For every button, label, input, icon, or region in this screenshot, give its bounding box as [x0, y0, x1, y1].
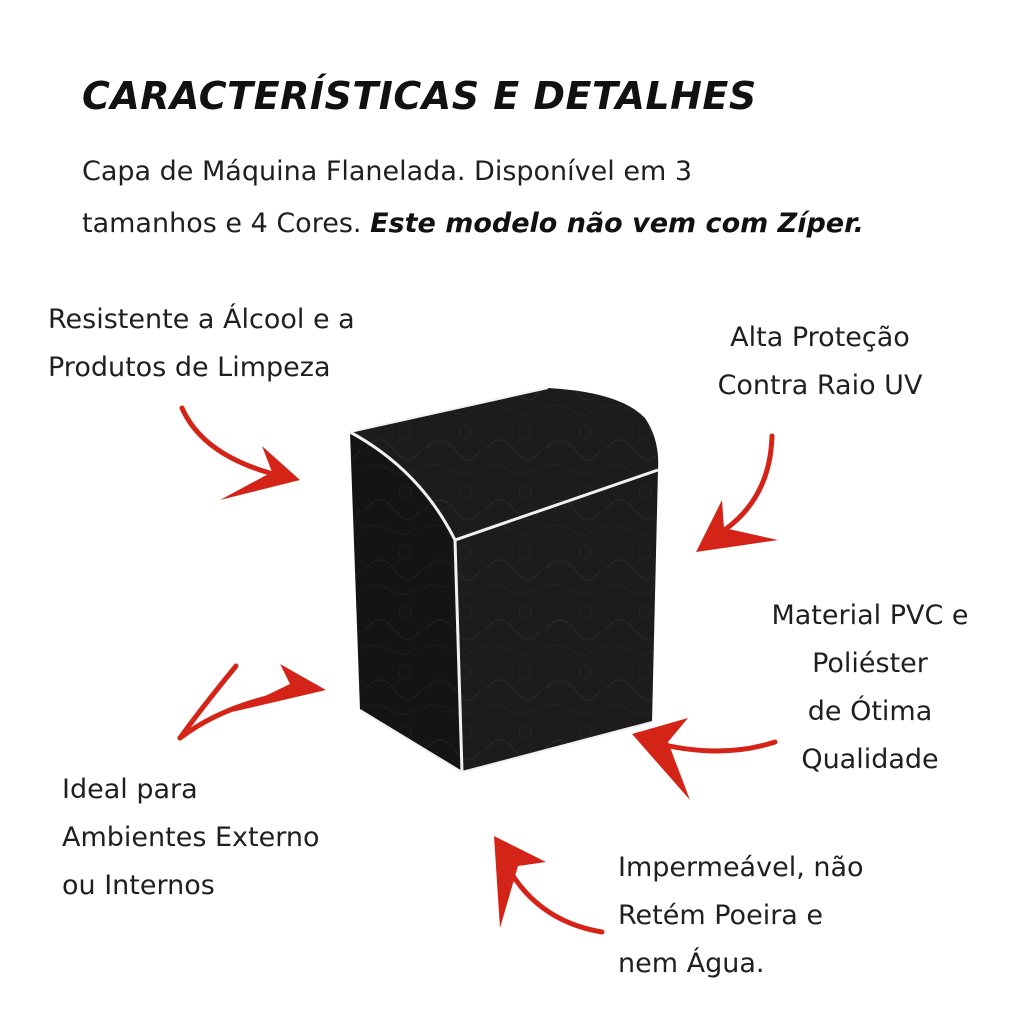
- feature-impermeavel: Impermeável, não Retém Poeira e nem Água…: [618, 844, 864, 988]
- feature-ambientes: Ideal para Ambientes Externo ou Internos: [62, 766, 319, 910]
- intro-line-2: tamanhos e 4 Cores. Este modelo não vem …: [82, 198, 982, 250]
- intro-text: Capa de Máquina Flanelada. Disponível em…: [82, 146, 982, 250]
- arrow-alcool: [179, 405, 300, 500]
- feature-uv-line-1: Alta Proteção: [730, 322, 910, 353]
- arrow-uv: [696, 433, 778, 552]
- machine-cover: [349, 387, 659, 774]
- feature-material-line-3: de Ótima: [807, 696, 933, 727]
- intro-line-1: Capa de Máquina Flanelada. Disponível em…: [82, 156, 693, 187]
- intro-line-2-plain: tamanhos e 4 Cores.: [82, 208, 371, 239]
- cover-piping: [349, 430, 659, 542]
- feature-ambientes-line-3: ou Internos: [62, 870, 215, 901]
- feature-material-line-1: Material PVC e: [771, 600, 969, 631]
- feature-ambientes-line-1: Ideal para: [62, 774, 198, 805]
- feature-alcool-line-1: Resistente a Álcool e a: [48, 304, 355, 335]
- arrow-impermeavel: [494, 836, 605, 935]
- feature-material-line-2: Poliéster: [812, 648, 928, 679]
- intro-line-2-emphasis: Este modelo não vem com Zíper.: [370, 208, 864, 239]
- feature-alcool-line-2: Produtos de Limpeza: [48, 352, 331, 383]
- feature-impermeavel-line-2: Retém Poeira e: [618, 900, 824, 931]
- feature-alcool: Resistente a Álcool e a Produtos de Limp…: [48, 296, 355, 392]
- arrow-material: [632, 718, 778, 800]
- feature-ambientes-line-2: Ambientes Externo: [62, 822, 320, 853]
- page-title: CARACTERÍSTICAS E DETALHES: [82, 74, 757, 118]
- feature-uv-line-2: Contra Raio UV: [717, 370, 923, 401]
- feature-material-line-4: Qualidade: [801, 744, 939, 775]
- arrow-ambientes: [177, 663, 326, 741]
- feature-impermeavel-line-1: Impermeável, não: [618, 852, 864, 883]
- feature-uv: Alta Proteção Contra Raio UV: [700, 314, 940, 410]
- feature-material: Material PVC e Poliéster de Ótima Qualid…: [740, 592, 1000, 784]
- feature-impermeavel-line-3: nem Água.: [618, 948, 765, 979]
